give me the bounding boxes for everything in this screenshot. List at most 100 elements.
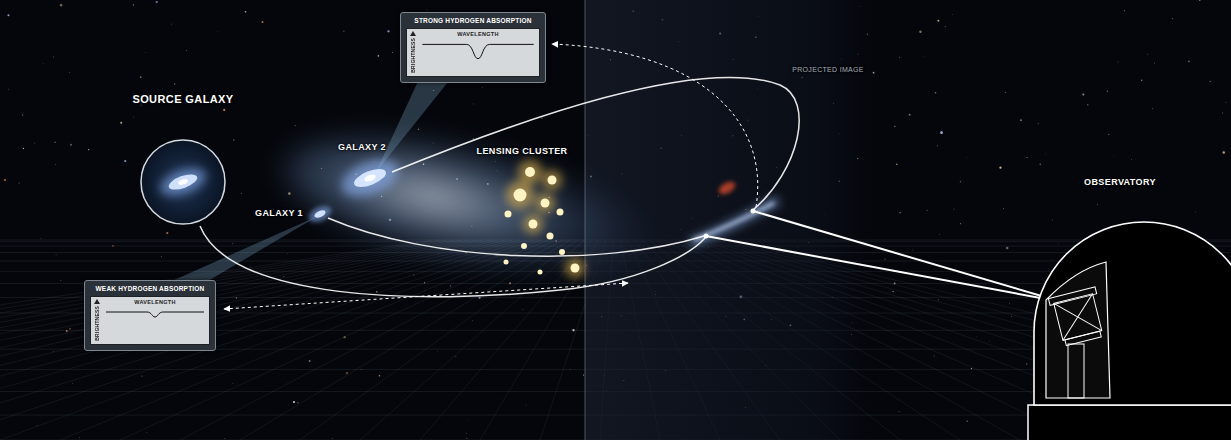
star	[72, 382, 74, 384]
star	[55, 142, 56, 143]
star	[971, 368, 972, 369]
star	[896, 163, 898, 165]
star	[472, 103, 474, 105]
star	[79, 437, 81, 439]
cluster-galaxy	[521, 243, 527, 249]
galaxy-core	[363, 173, 376, 183]
axis-column: BRIGHTNESS	[409, 31, 417, 73]
star	[69, 328, 71, 330]
star	[899, 212, 901, 214]
axis-label: WAVELENGTH	[457, 31, 498, 38]
spectrum-chart: BRIGHTNESS WAVELENGTH	[406, 28, 540, 77]
source-galaxy-circle: SOURCE GALAXY	[118, 92, 248, 228]
star	[185, 50, 187, 52]
star	[953, 208, 954, 209]
star	[975, 336, 977, 338]
star	[1108, 134, 1109, 135]
star	[894, 126, 896, 128]
cluster-galaxy	[547, 233, 554, 240]
star	[309, 360, 311, 362]
cluster-glow-dot	[542, 170, 562, 190]
star	[472, 320, 474, 322]
star	[1154, 62, 1156, 64]
star	[509, 282, 511, 284]
star	[42, 63, 44, 65]
star	[283, 276, 284, 277]
star	[989, 340, 991, 342]
star	[376, 291, 377, 292]
cluster-glow	[506, 160, 585, 278]
observatory-dome	[1034, 222, 1231, 405]
star	[233, 139, 235, 141]
star	[966, 157, 968, 159]
light-haze	[272, 109, 668, 301]
spectrum-chart: BRIGHTNESSWAVELENGTH	[90, 296, 210, 345]
label-holder: GALAXY 2	[338, 142, 386, 152]
plot-column: WAVELENGTH	[104, 299, 206, 341]
grid-line	[0, 240, 527, 440]
diagram-label: GALAXY 1	[255, 208, 303, 218]
cluster-galaxies	[504, 167, 580, 275]
star	[53, 56, 55, 58]
star	[1082, 94, 1084, 96]
star	[894, 283, 896, 285]
cluster-galaxy	[505, 211, 512, 218]
star	[944, 26, 946, 28]
star	[960, 181, 961, 182]
star	[156, 1, 158, 3]
star	[60, 4, 63, 7]
galaxy-disc	[352, 165, 389, 191]
star	[1020, 119, 1022, 121]
axis-arrowhead	[410, 31, 416, 36]
star	[7, 14, 9, 16]
star	[378, 55, 380, 57]
star	[387, 30, 389, 32]
spectrum-leaders	[224, 44, 758, 309]
star	[1222, 112, 1224, 114]
star	[19, 183, 20, 184]
galaxy-circle	[118, 136, 248, 228]
grid-line	[0, 240, 512, 440]
star	[133, 116, 135, 118]
sight-lines	[706, 211, 1062, 302]
label-holder: LENSING CLUSTER	[476, 146, 567, 156]
star	[418, 129, 419, 130]
light-path	[392, 77, 799, 211]
cluster-galaxy	[559, 249, 565, 255]
grid-line	[480, 240, 599, 440]
star	[898, 411, 900, 413]
star	[7, 88, 9, 90]
star	[261, 21, 263, 23]
star	[133, 4, 134, 5]
star	[1104, 187, 1106, 189]
star	[146, 432, 148, 434]
dome-slit	[1046, 262, 1110, 398]
star	[967, 420, 968, 421]
star	[391, 52, 393, 54]
star	[344, 336, 346, 338]
star	[413, 274, 414, 275]
star	[348, 227, 350, 229]
star	[360, 368, 362, 370]
star	[522, 309, 524, 311]
grid-line	[420, 240, 592, 440]
light-path	[328, 218, 704, 256]
galaxy-heading: SOURCE GALAXY	[132, 92, 233, 106]
diagram-label: GALAXY 2	[338, 142, 386, 152]
star	[1188, 60, 1190, 62]
star	[1141, 80, 1142, 81]
galaxy-1	[306, 203, 334, 226]
galaxy-glow	[306, 203, 334, 226]
star	[1226, 102, 1227, 103]
axis-column: BRIGHTNESS	[93, 299, 101, 341]
star	[1040, 164, 1041, 165]
star	[465, 432, 467, 434]
star	[332, 438, 333, 439]
star	[40, 237, 42, 239]
star	[1097, 204, 1099, 206]
star	[69, 72, 71, 74]
star	[124, 160, 126, 162]
star	[1026, 363, 1027, 364]
star	[466, 418, 468, 420]
star	[999, 166, 1001, 168]
